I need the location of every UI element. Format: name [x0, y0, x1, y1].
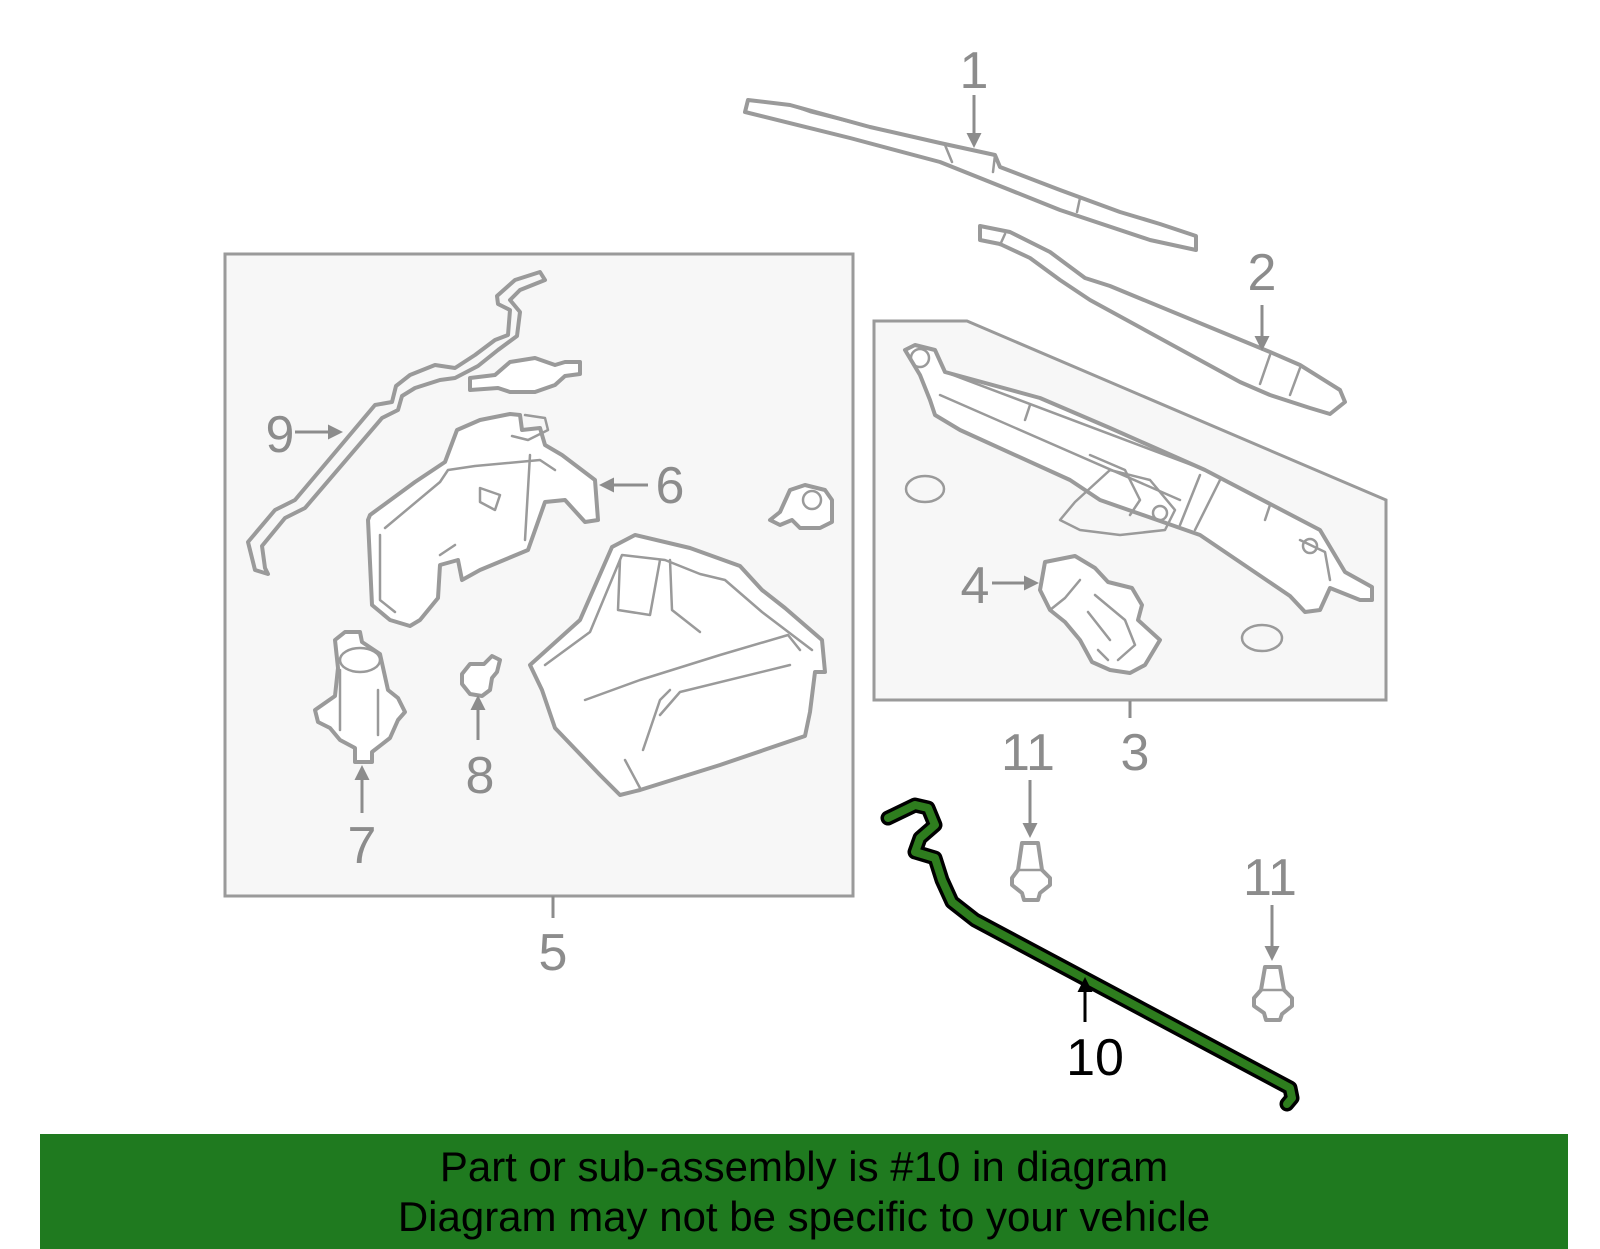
- callout-3: 3: [1121, 724, 1150, 782]
- wiper-motor[interactable]: [1038, 554, 1162, 675]
- washer-nozzle-b[interactable]: [1252, 965, 1294, 1022]
- callout-11a: 11: [1001, 724, 1055, 782]
- linkage-grommet-right: [1240, 623, 1284, 653]
- callout-8: 8: [466, 747, 495, 805]
- callout-10: 10: [1066, 1029, 1124, 1087]
- wiper-linkage[interactable]: [903, 343, 1374, 614]
- callout-5: 5: [539, 924, 568, 982]
- washer-reservoir[interactable]: [366, 412, 600, 628]
- washer-filler-cap[interactable]: [468, 356, 582, 394]
- grommet[interactable]: [768, 483, 834, 530]
- info-banner: Part or sub-assembly is #10 in diagram D…: [40, 1134, 1568, 1249]
- callout-9: 9: [266, 406, 295, 464]
- banner-line-1: Part or sub-assembly is #10 in diagram: [439, 1142, 1169, 1190]
- banner-line-2: Diagram may not be specific to your vehi…: [397, 1192, 1211, 1240]
- washer-pump[interactable]: [313, 630, 407, 764]
- washer-hose[interactable]: [246, 270, 547, 576]
- washer-nozzle-a[interactable]: [1010, 841, 1052, 902]
- wiper-arm[interactable]: [978, 224, 1347, 416]
- callout-2: 2: [1248, 244, 1277, 302]
- callout-11b: 11: [1243, 849, 1297, 907]
- callout-7: 7: [348, 817, 377, 875]
- highlighted-hose-part-10[interactable]: [880, 797, 1300, 1112]
- callout-1: 1: [960, 42, 989, 100]
- wiper-blade[interactable]: [743, 98, 1198, 252]
- group-box-washer: [223, 252, 855, 898]
- pump-grommet[interactable]: [460, 654, 502, 698]
- washer-tank[interactable]: [528, 533, 827, 797]
- callout-4: 4: [961, 557, 990, 615]
- callout-6: 6: [656, 457, 685, 515]
- linkage-grommet-left: [904, 474, 946, 504]
